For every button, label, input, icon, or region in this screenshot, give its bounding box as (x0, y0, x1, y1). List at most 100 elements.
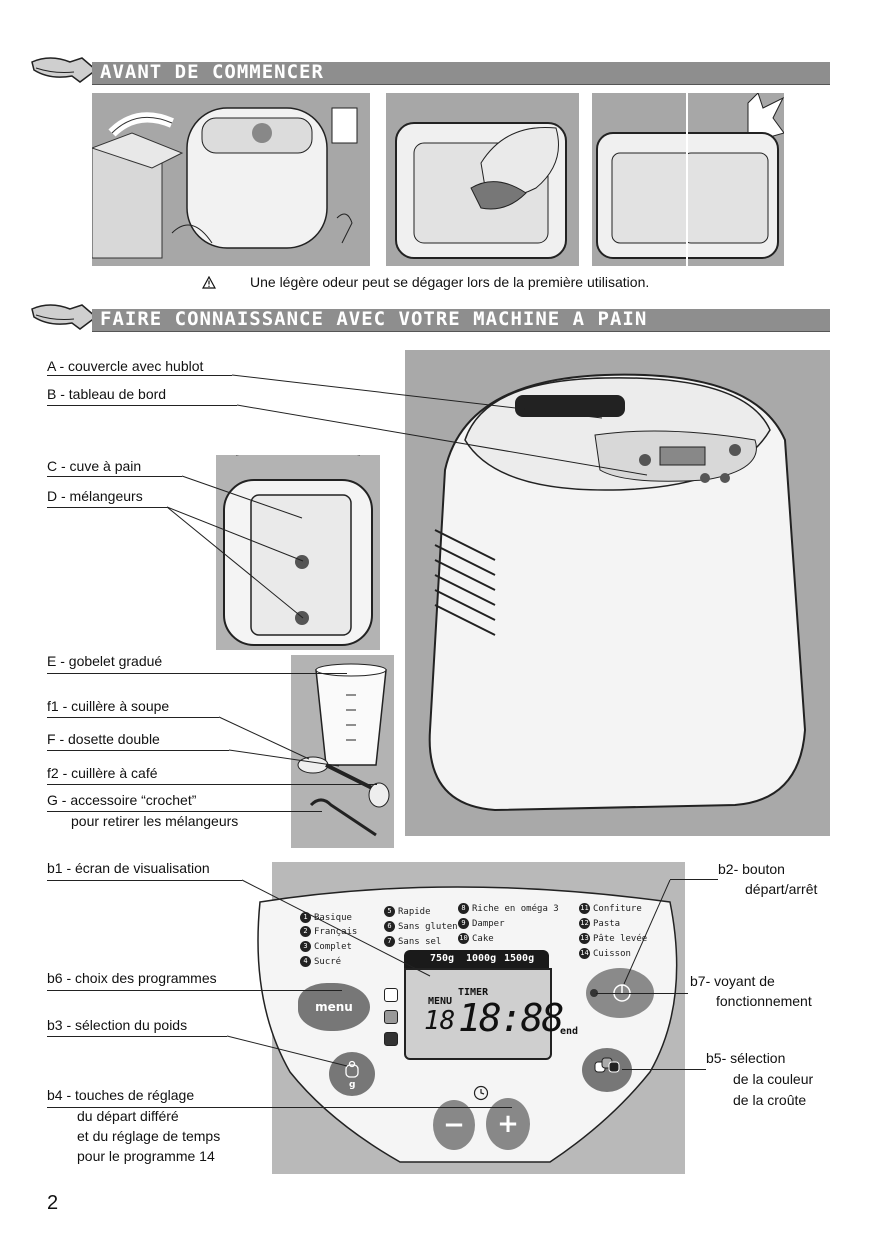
leader-line (226, 1035, 348, 1067)
clock-icon (473, 1085, 489, 1101)
weight-icon (345, 1060, 359, 1078)
arrow-icon (31, 57, 98, 83)
panel-label-b6: b6 - choix des programmes (47, 970, 217, 986)
photo-pan-wet (592, 93, 686, 266)
part-label-g-continued: pour retirer les mélangeurs (71, 813, 239, 829)
leader-line (670, 879, 718, 880)
leader-line (47, 717, 219, 718)
plus-button-label: + (497, 1109, 519, 1139)
crust-icon (594, 1057, 620, 1073)
part-label-f2: f2 - cuillère à café (47, 765, 158, 781)
weight-1500: 1500g (504, 953, 535, 964)
lcd-time-digits: 18:88 (458, 996, 564, 1040)
part-label-c: C - cuve à pain (47, 458, 142, 474)
leader-line (166, 506, 304, 619)
leader-line (228, 749, 340, 767)
leader-line (623, 879, 671, 985)
leader-line (47, 1107, 512, 1108)
panel-label-b7: b7- voyant de (690, 973, 775, 989)
banner-bar (92, 62, 830, 85)
panel-label-b1: b1 - écran de visualisation (47, 860, 210, 876)
section-title: FAIRE CONNAISSANCE AVEC VOTRE MACHINE A … (100, 308, 648, 330)
menu-button[interactable]: menu (298, 983, 370, 1031)
banner-bar (92, 309, 830, 332)
panel-label-b5: b5- sélection (706, 1050, 786, 1066)
plus-button[interactable]: + (486, 1098, 530, 1150)
leader-line (622, 1069, 706, 1070)
leader-line (47, 1036, 227, 1037)
bread-machine-illustration (405, 350, 830, 836)
crust-icons-left (384, 988, 398, 1046)
leader-line (47, 375, 232, 376)
section-banner-before-start: AVANT DE COMMENCER (30, 57, 830, 85)
photo-wiping-pan (386, 93, 579, 266)
lcd-program-digits: 18 (424, 1006, 456, 1036)
leader-line (47, 673, 347, 674)
weight-1000: 1000g (466, 953, 497, 964)
leader-line (236, 404, 648, 476)
leader-line (218, 716, 310, 760)
photo-unpacking (92, 93, 370, 266)
minus-button[interactable]: − (433, 1100, 475, 1150)
crust-color-button[interactable] (582, 1048, 632, 1092)
weight-button[interactable]: g (329, 1052, 375, 1096)
panel-label-b4-continued: et du réglage de temps (77, 1128, 221, 1144)
panel-label-b7-continued: fonctionnement (716, 993, 812, 1009)
arrow-icon (31, 304, 98, 330)
note-text: Une légère odeur peut se dégager lors de… (250, 274, 650, 290)
section-banner-get-to-know: FAIRE CONNAISSANCE AVEC VOTRE MACHINE A … (30, 304, 830, 332)
bread-pan-illustration (216, 455, 380, 650)
part-label-f: F - dosette double (47, 731, 160, 747)
leader-line (241, 879, 431, 977)
lcd-display: MENU TIMER 18 18:88 (404, 968, 564, 1060)
lcd-end-label: end (560, 1026, 579, 1037)
photo-pan-drying (688, 93, 784, 266)
panel-label-b3: b3 - sélection du poids (47, 1017, 188, 1033)
part-label-f1: f1 - cuillère à soupe (47, 698, 170, 714)
lcd-menu-label: MENU (428, 996, 453, 1007)
panel-label-b4-continued: du départ différé (77, 1108, 179, 1124)
panel-label-b5-continued: de la croûte (733, 1092, 807, 1108)
menu-button-label: menu (315, 1000, 353, 1014)
panel-label-b5-continued: de la couleur (733, 1071, 814, 1087)
leader-line (47, 476, 182, 477)
leader-line (47, 990, 342, 991)
part-label-d: D - mélangeurs (47, 488, 143, 504)
accessories-illustration (291, 655, 394, 848)
part-label-e: E - gobelet gradué (47, 653, 163, 669)
leader-line (47, 811, 322, 812)
weight-750: 750g (430, 953, 455, 964)
leader-line (47, 405, 237, 406)
leader-line (231, 374, 603, 419)
section-title: AVANT DE COMMENCER (100, 61, 324, 83)
weight-indicator-bar: 750g 1000g 1500g (404, 950, 549, 968)
leader-line (596, 993, 688, 994)
page-number: 2 (47, 1192, 59, 1214)
panel-label-b4: b4 - touches de réglage (47, 1087, 195, 1103)
weight-button-label: g (349, 1080, 356, 1090)
part-label-a: A - couvercle avec hublot (47, 358, 204, 374)
operating-indicator-light (590, 989, 598, 997)
warning-triangle-icon (202, 276, 216, 289)
leader-line (181, 475, 303, 519)
part-label-b: B - tableau de bord (47, 386, 167, 402)
leader-line (47, 880, 242, 881)
part-label-g: G - accessoire “crochet” (47, 792, 197, 808)
leader-line (47, 507, 167, 508)
panel-label-b4-continued: pour le programme 14 (77, 1148, 215, 1164)
panel-label-b2: b2- bouton (718, 861, 785, 877)
